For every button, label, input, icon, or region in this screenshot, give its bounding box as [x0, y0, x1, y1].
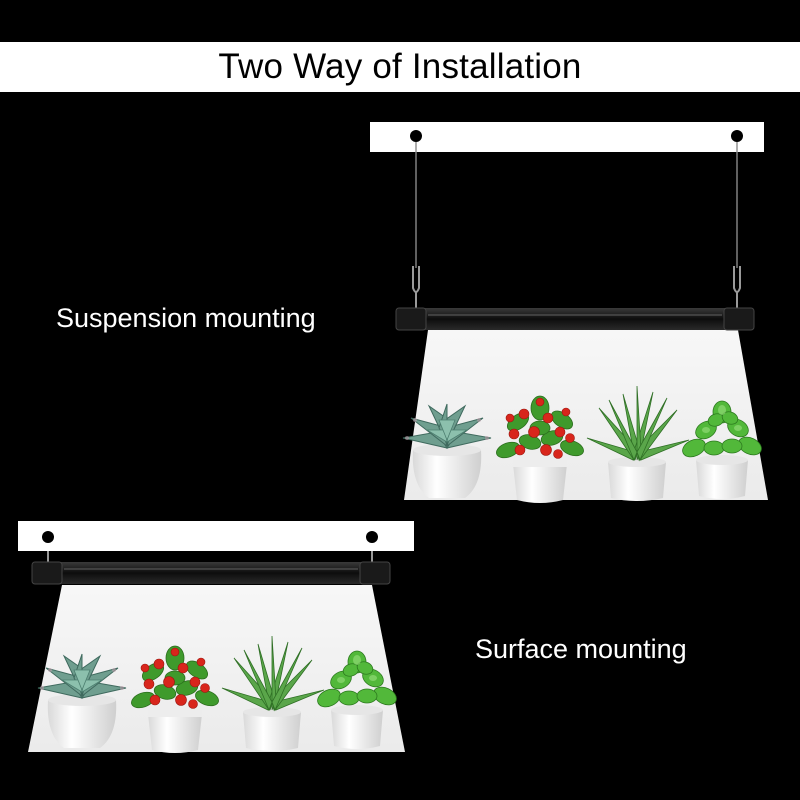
suspension-cable: [415, 142, 738, 268]
light-beam: [404, 330, 768, 500]
page-title: Two Way of Installation: [218, 47, 582, 86]
suspension-mounting-label: Suspension mounting: [56, 303, 316, 333]
grow-light-bar: [31, 561, 391, 585]
ceiling-panel: [370, 122, 764, 152]
anchor-dot-icon: [42, 531, 54, 543]
grow-light-bar: [395, 307, 755, 331]
title-banner: Two Way of Installation: [0, 42, 800, 92]
surface-scene: [18, 521, 414, 754]
anchor-dot-icon: [410, 130, 422, 142]
ceiling-panel: [18, 521, 414, 551]
anchor-dot-icon: [731, 130, 743, 142]
mount-clip-icon: [47, 551, 373, 562]
light-beam: [28, 585, 405, 752]
hook-icon: [412, 266, 741, 308]
anchor-dot-icon: [366, 531, 378, 543]
suspension-scene: [370, 122, 768, 504]
surface-mounting-label: Surface mounting: [475, 634, 687, 664]
